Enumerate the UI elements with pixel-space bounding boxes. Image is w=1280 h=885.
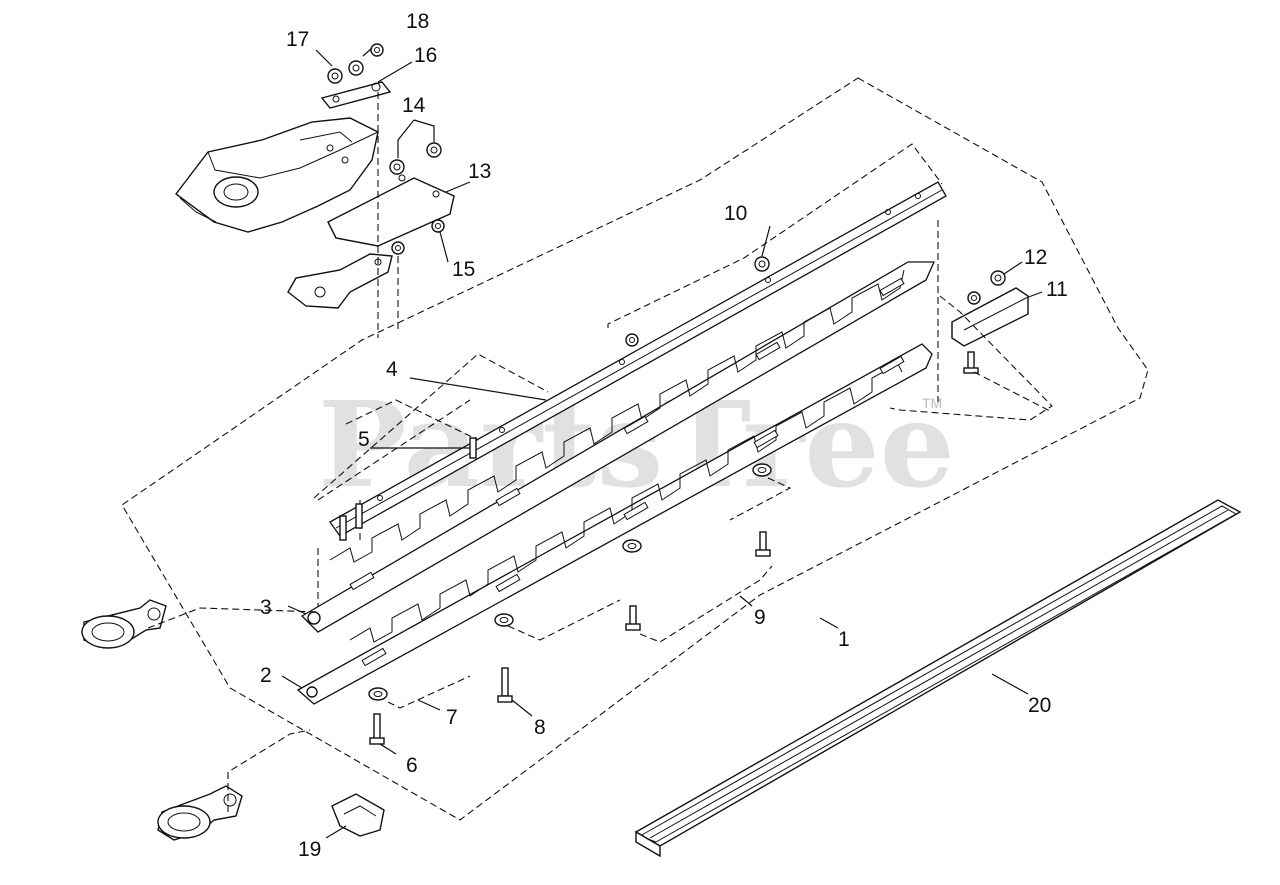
- assembly-boundary: [121, 77, 1149, 821]
- callout-3: 3: [260, 596, 272, 619]
- callout-13: 13: [468, 160, 491, 183]
- callout-9: 9: [754, 606, 766, 629]
- nut-12: [990, 270, 1006, 286]
- callout-17: 17: [286, 28, 309, 51]
- washer-9a: [752, 463, 772, 477]
- nut-12b: [967, 291, 981, 305]
- stud-5a: [469, 437, 477, 459]
- callout-4: 4: [386, 358, 398, 381]
- blade-upper-3: [300, 261, 936, 633]
- nut-10b: [625, 333, 639, 347]
- clip-19: [331, 793, 385, 837]
- callout-7: 7: [446, 706, 458, 729]
- leader-lines: [281, 47, 1043, 839]
- callout-5: 5: [358, 428, 370, 451]
- callout-15: 15: [452, 258, 475, 281]
- callout-16: 16: [414, 44, 437, 67]
- callout-20: 20: [1028, 694, 1051, 717]
- bolt-14b: [426, 142, 442, 158]
- bolt-6: [369, 713, 385, 745]
- bolt-14a: [389, 159, 405, 175]
- nut-17b: [370, 43, 384, 57]
- nut-17: [327, 68, 343, 84]
- callout-12: 12: [1024, 246, 1047, 269]
- washer-9b: [622, 539, 642, 553]
- bolt-9b: [625, 605, 641, 631]
- blade-lower-2: [296, 343, 933, 705]
- nut-18: [348, 60, 364, 76]
- end-bracket-11: [951, 287, 1029, 347]
- callout-10: 10: [724, 202, 747, 225]
- plate-16: [320, 81, 392, 109]
- callout-18: 18: [406, 10, 429, 33]
- connecting-rod-lower: [157, 785, 243, 841]
- washer-15b: [431, 219, 445, 233]
- watermark-trademark: TM: [922, 395, 942, 411]
- callout-6: 6: [406, 754, 418, 777]
- stud-5b: [339, 503, 363, 541]
- callout-19: 19: [298, 838, 321, 861]
- washer-15: [391, 241, 405, 255]
- bolt-9a: [755, 531, 771, 557]
- bolt-11: [963, 351, 979, 374]
- washer-7b: [368, 687, 388, 701]
- callouts: 1 2 3 4 5 6 7 8 9 10 11 12 13 14 15 16 1…: [260, 10, 1068, 861]
- callout-11: 11: [1046, 278, 1068, 301]
- callout-2: 2: [260, 664, 272, 687]
- cover-plate-13: [327, 177, 455, 247]
- blade-cover-20: [634, 499, 1242, 858]
- callout-1: 1: [838, 628, 850, 651]
- group-lines: [147, 143, 1053, 812]
- bolt-8: [497, 667, 513, 703]
- connecting-rod-upper: [81, 599, 167, 649]
- gearbox-housing: [175, 117, 379, 233]
- callout-8: 8: [534, 716, 546, 739]
- washer-7a: [494, 613, 514, 627]
- nut-10: [754, 256, 770, 272]
- bracket-15: [287, 253, 393, 309]
- callout-14: 14: [402, 94, 426, 117]
